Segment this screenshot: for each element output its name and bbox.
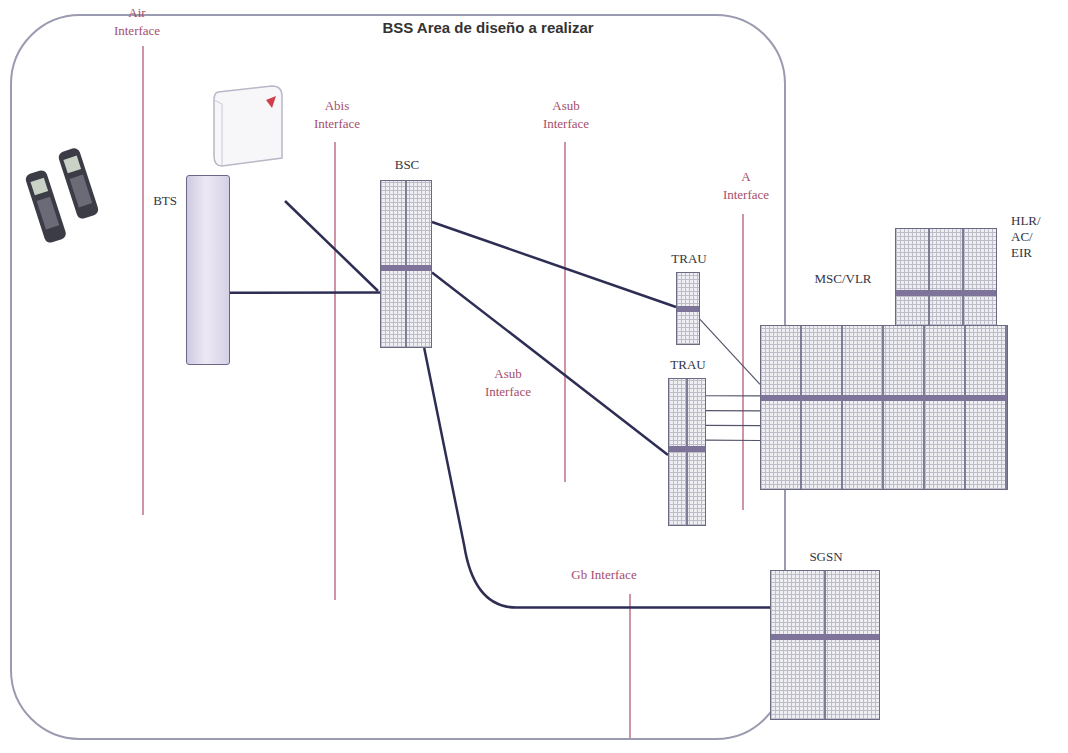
interface-label: A Interface (723, 168, 769, 204)
equipment-label: SGSN (809, 549, 842, 565)
equipment-label: TRAU (670, 357, 705, 373)
rack-band (677, 306, 699, 312)
phone-keypad (37, 197, 60, 230)
equipment-label: BTS (153, 193, 177, 209)
equipment-rack: HLR/ AC/ EIR (895, 228, 997, 326)
small-bts-body (214, 86, 282, 166)
equipment-label: MSC/VLR (814, 271, 871, 287)
rack-band (761, 395, 1007, 401)
equipment-rack: SGSN (770, 570, 880, 720)
rack-band (896, 290, 996, 296)
phone-keypad (70, 175, 93, 208)
equipment-rack: MSC/VLR (760, 325, 1008, 490)
rack-band (381, 265, 431, 271)
link-line (700, 319, 760, 384)
small-bts-marker (266, 96, 276, 108)
bts-cabinet: BTS (186, 175, 230, 365)
equipment-rack: TRAU (668, 378, 706, 526)
link-line (424, 348, 770, 608)
a-interface-line (742, 214, 744, 510)
mobile-phone (24, 169, 67, 244)
small-bts-link (285, 201, 378, 291)
air-interface-line (142, 46, 144, 515)
equipment-label: TRAU (671, 251, 706, 267)
phone-body (57, 147, 100, 220)
equipment-label: BSC (395, 157, 420, 173)
interface-label: Gb Interface (571, 566, 636, 584)
interface-label: Abis Interface (314, 97, 360, 133)
small-bts (214, 86, 282, 166)
interface-lines (143, 46, 743, 740)
interface-label: Air Interface (114, 4, 160, 40)
phone-body (24, 169, 67, 244)
bss-region: BSS Area de diseño a realizarBTS BSC TRAU T… (10, 14, 786, 740)
link-line (230, 291, 380, 294)
region-title: BSS Area de diseño a realizar (382, 19, 593, 36)
mobile-phone (57, 147, 100, 220)
link-line (432, 222, 676, 307)
interface-label: Asub Interface (543, 97, 589, 133)
rack-band (669, 446, 705, 452)
small-bts-side (214, 100, 222, 166)
abis-interface-line (334, 142, 336, 600)
equipment-rack: BSC (380, 180, 432, 348)
phone-screen (31, 178, 49, 196)
interface-label: Asub Interface (485, 365, 531, 401)
link-line (432, 272, 668, 455)
equipment-label: HLR/ AC/ EIR (1011, 213, 1041, 261)
asub-interface-line (564, 142, 566, 482)
rack-band (771, 634, 879, 640)
phone-screen (63, 156, 81, 174)
link-line (706, 396, 760, 441)
gb-interface-line (629, 594, 631, 740)
equipment-rack: TRAU (676, 272, 700, 345)
